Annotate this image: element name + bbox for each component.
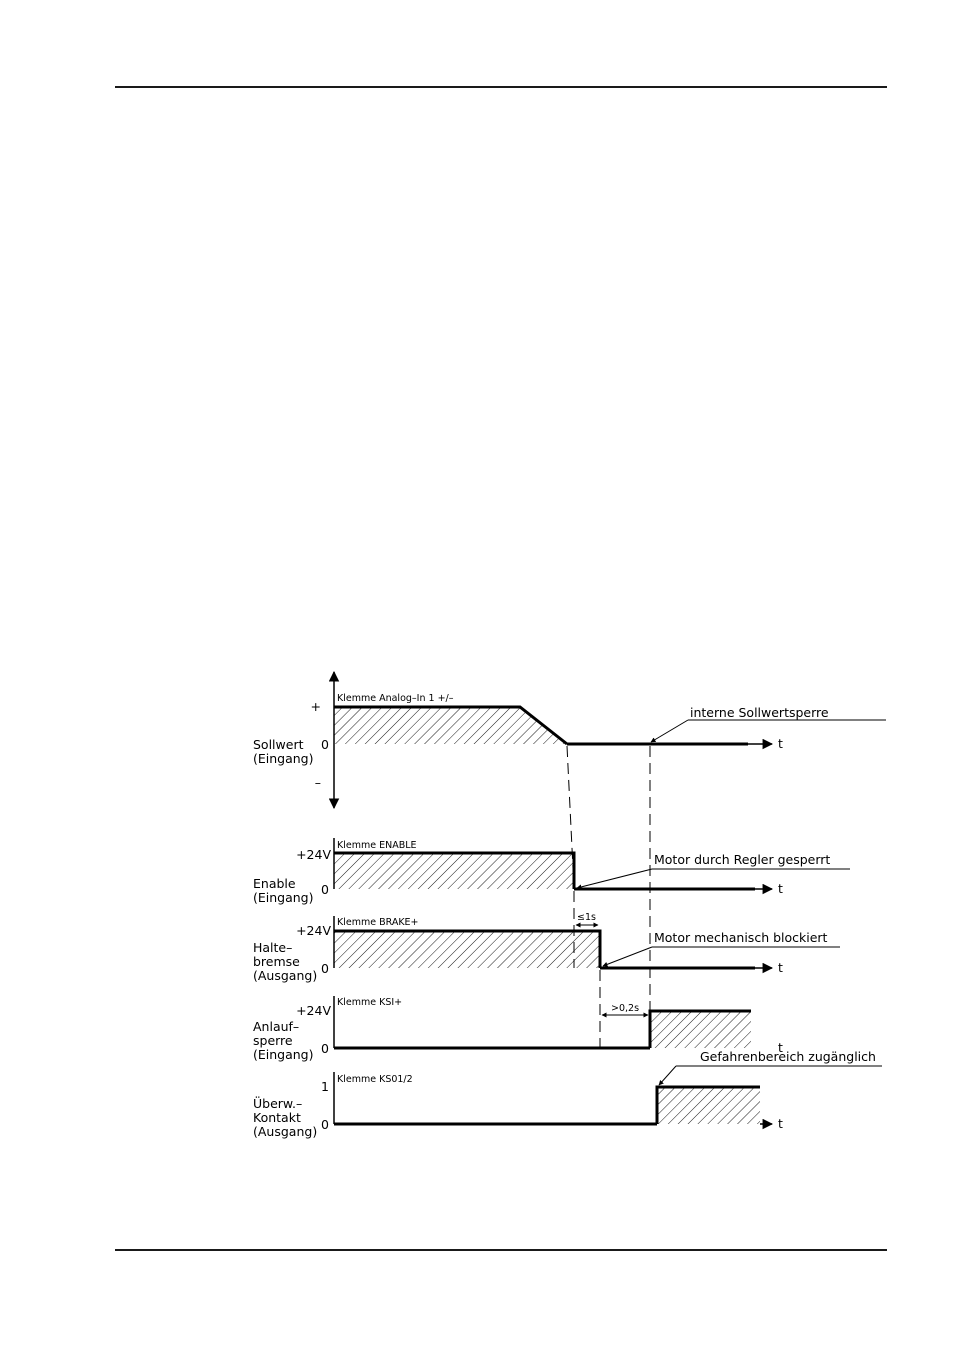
enable-level-zero: 0	[321, 882, 329, 897]
enable-time-label: t	[778, 881, 783, 896]
ksi-level-zero: 0	[321, 1041, 329, 1056]
ks01-name-line3: (Ausgang)	[253, 1124, 317, 1139]
ks01-level-high: 1	[321, 1079, 329, 1094]
signal-sollwert: t Klemme Analog–In 1 +/– + 0 – Sollwert …	[253, 670, 783, 810]
sollwert-level-low: –	[315, 775, 321, 790]
ks01-level-zero: 0	[321, 1117, 329, 1132]
signal-brake: t Klemme BRAKE+ +24V 0 Halte– bremse (Au…	[253, 912, 783, 983]
brake-name-line3: (Ausgang)	[253, 968, 317, 983]
sollwert-time-label: t	[778, 736, 783, 751]
brake-name-line1: Halte–	[253, 940, 292, 955]
enable-trace	[334, 851, 576, 889]
ks01-terminal-label: Klemme KS01/2	[337, 1074, 413, 1085]
ksi-name-line2: sperre	[253, 1033, 293, 1048]
reference-lines	[566, 745, 651, 1048]
ks01-hatch	[657, 1087, 760, 1124]
footer-rule	[115, 1249, 887, 1251]
brake-terminal-label: Klemme BRAKE+	[337, 917, 419, 928]
annotation-sollwertsperre: interne Sollwertsperre	[690, 705, 829, 720]
enable-level-high: +24V	[296, 847, 331, 862]
annotation-mechanisch: Motor mechanisch blockiert	[654, 930, 828, 945]
brake-name-line2: bremse	[253, 954, 300, 969]
sollwert-trace	[334, 705, 568, 746]
ksi-hatch	[650, 1011, 751, 1048]
signal-ks01: t Klemme KS01/2 1 0 Überw.– Kontakt (Aus…	[253, 1072, 783, 1139]
sollwert-level-high: +	[311, 699, 321, 714]
sollwert-hatch	[334, 707, 567, 744]
ksi-name-line3: (Eingang)	[253, 1047, 314, 1062]
annotation-mechanisch-leader	[602, 946, 653, 967]
annotation-gefahren: Gefahrenbereich zugänglich	[700, 1049, 876, 1064]
enable-name-line2: (Eingang)	[253, 890, 314, 905]
annotation-regler: Motor durch Regler gesperrt	[654, 852, 830, 867]
sollwert-name-line2: (Eingang)	[253, 751, 314, 766]
ks01-time-label: t	[778, 1116, 783, 1131]
annotation-gefahren-leader	[658, 1065, 677, 1086]
annotations: interne Sollwertsperre Motor durch Regle…	[576, 705, 886, 1086]
enable-terminal-label: Klemme ENABLE	[337, 840, 417, 851]
enable-name-line1: Enable	[253, 876, 296, 891]
brake-hatch	[334, 931, 600, 968]
ks01-trace	[655, 1085, 760, 1124]
ksi-terminal-label: Klemme KSI+	[337, 997, 402, 1008]
header-rule	[115, 86, 887, 88]
brake-delay-label: ≤1s	[577, 912, 596, 923]
brake-trace	[334, 929, 602, 968]
sollwert-terminal-label: Klemme Analog–In 1 +/–	[337, 693, 454, 704]
ksi-time-label: t	[778, 1040, 783, 1055]
ks01-name-line2: Kontakt	[253, 1110, 301, 1125]
sollwert-level-zero: 0	[321, 737, 329, 752]
signal-enable: t Klemme ENABLE +24V 0 Enable (Eingang)	[253, 838, 783, 905]
brake-level-zero: 0	[321, 961, 329, 976]
ksi-delay-label: >0,2s	[611, 1003, 639, 1014]
annotation-regler-leader	[576, 868, 653, 890]
brake-time-label: t	[778, 960, 783, 975]
enable-hatch	[334, 853, 574, 889]
ksi-level-high: +24V	[296, 1003, 331, 1018]
sollwert-name-line1: Sollwert	[253, 737, 304, 752]
ref-line-sollwert-end	[566, 745, 575, 890]
ks01-name-line1: Überw.–	[253, 1095, 302, 1111]
ksi-name-line1: Anlauf–	[253, 1019, 299, 1034]
brake-level-high: +24V	[296, 923, 331, 938]
annotation-sollwertsperre-leader	[650, 719, 689, 743]
